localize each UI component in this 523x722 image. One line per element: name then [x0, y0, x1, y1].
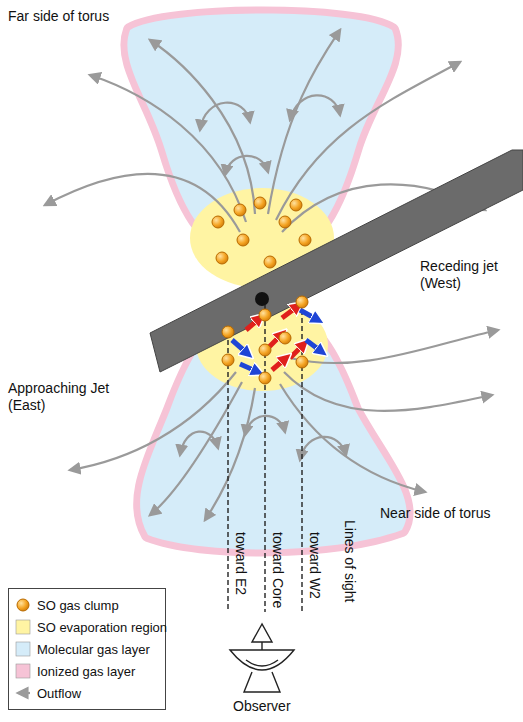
legend-text: SO gas clump [37, 598, 119, 613]
legend-text: Outflow [37, 686, 81, 701]
outflow-arrows-part [268, 30, 340, 214]
legend-sample [15, 641, 31, 657]
outflow-arrows-part [205, 388, 255, 520]
outflow-arrows-part [284, 372, 492, 411]
observer-telescope-part [252, 624, 272, 642]
outflow-arrows-part [290, 330, 498, 363]
legend-entry: SO evaporation region [15, 616, 161, 638]
gas-clumps-part [296, 296, 308, 308]
legend-sample [15, 597, 31, 613]
sight-line-label: toward Core [269, 532, 286, 608]
gas-clumps-part [234, 204, 246, 216]
gas-clumps-part [237, 234, 249, 246]
outflow-arrows-part [290, 95, 340, 120]
jet [150, 150, 523, 372]
outflow-arrows-part [180, 432, 218, 455]
legend-swatch [16, 620, 30, 634]
velocity-arrows-part [246, 318, 260, 330]
outflow-arrows-part [200, 103, 250, 130]
gas-clumps-part [279, 332, 291, 344]
legend-entry: Ionized gas layer [15, 660, 161, 682]
legend-text: Ionized gas layer [37, 664, 135, 679]
legend-text: SO evaporation region [37, 620, 167, 635]
legend-entry: Outflow [15, 682, 161, 704]
legend-sample [15, 663, 31, 679]
sight-line-label: Lines of sight [341, 520, 358, 603]
outflow-sample [18, 692, 30, 694]
clump-sample [17, 599, 29, 611]
outflow-arrows-part [45, 174, 240, 232]
observer-telescope-part [230, 650, 294, 670]
legend-text: Molecular gas layer [37, 642, 150, 657]
legend-entry: Molecular gas layer [15, 638, 161, 660]
gas-clumps-part [290, 199, 302, 211]
gas-clumps-part [222, 326, 234, 338]
sight-lines-part [227, 332, 228, 612]
velocity-arrows-part [306, 340, 322, 352]
torus-side-label: Near side of torus [380, 505, 491, 522]
sight-line-label: toward E2 [232, 532, 249, 595]
observer-telescope [230, 624, 294, 692]
observer-telescope-part [246, 660, 278, 666]
legend-entry: SO gas clump [15, 594, 161, 616]
outflow-arrows-part [225, 156, 268, 175]
velocity-arrows-part [272, 358, 286, 370]
gas-clumps-part [222, 354, 234, 366]
velocity-arrows-part [282, 306, 298, 318]
gas-clumps-part [264, 256, 276, 268]
outflow-arrows-part [90, 75, 246, 222]
gas-clumps-part [259, 372, 271, 384]
gas-clumps-part [216, 252, 228, 264]
jet-part [150, 150, 523, 372]
gas-clumps-part [299, 234, 311, 246]
sight-line-label: toward W2 [306, 532, 323, 599]
legend-sample [15, 619, 31, 635]
velocity-arrows [232, 306, 322, 372]
velocity-arrows-part [300, 310, 318, 320]
jet-part [255, 292, 269, 306]
outflow-arrows-part [150, 40, 255, 214]
outflow-arrows-part [300, 437, 346, 460]
gas-clumps-part [254, 197, 266, 209]
jet-part [150, 150, 523, 372]
gas-clumps-part [259, 309, 271, 321]
jet-label: Approaching Jet (East) [8, 380, 120, 414]
gas-clumps-part [212, 216, 224, 228]
jet-label: Receding jet (West) [420, 258, 520, 292]
gas-clumps-part [296, 356, 308, 368]
observer-telescope-part [244, 672, 280, 692]
gas-clumps-part [259, 344, 271, 356]
velocity-arrows-part [240, 364, 258, 372]
sight-lines [228, 302, 302, 612]
torus-side-label: Far side of torus [8, 8, 109, 25]
observer-label: Observer [233, 698, 291, 715]
legend-swatch [16, 664, 30, 678]
gas-clumps-part [279, 216, 291, 228]
legend-swatch [16, 642, 30, 656]
velocity-arrows-part [232, 340, 248, 354]
gas-clumps [212, 197, 311, 384]
legend-sample [15, 685, 31, 701]
legend-box: SO gas clump SO evaporation regionMolecul… [8, 588, 166, 710]
